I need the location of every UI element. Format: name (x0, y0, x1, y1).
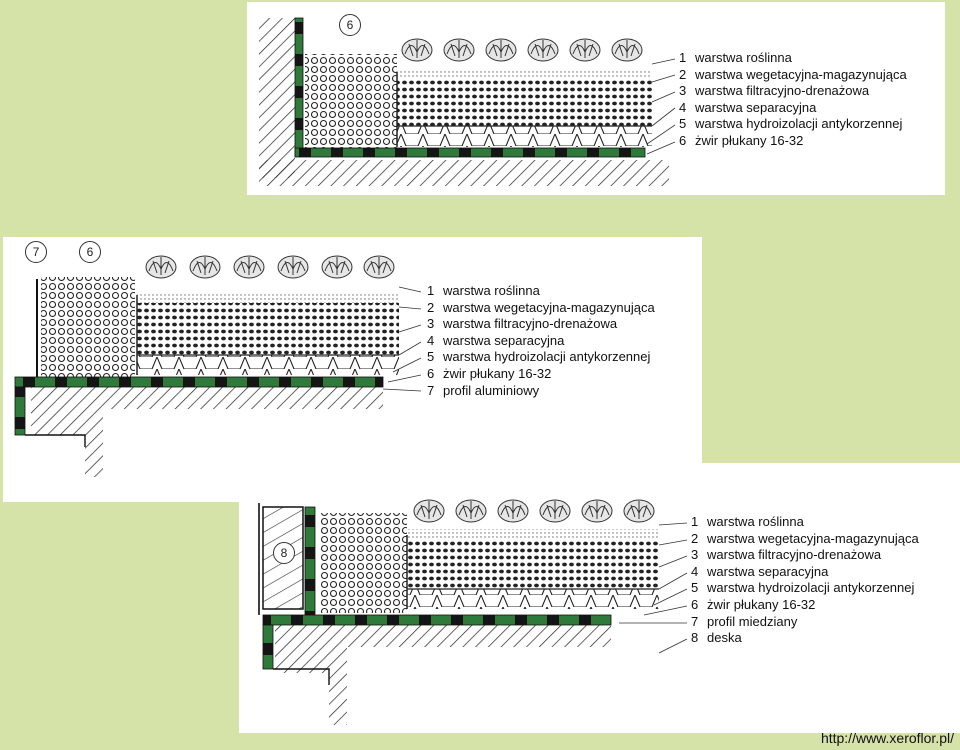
vegetation-base (407, 529, 659, 539)
callout-marker: 7 (25, 241, 47, 263)
roof-section-drawing-3 (258, 499, 688, 725)
waterproof-membrane (262, 614, 612, 626)
substrate-layer (397, 78, 652, 126)
substrate-layer (407, 539, 659, 589)
vertical-membrane (304, 506, 316, 616)
vertical-membrane (294, 17, 304, 157)
roof-section-drawing-1 (259, 17, 676, 186)
leader-lines (646, 58, 676, 155)
callout-marker: 8 (273, 542, 295, 564)
edge-membrane (14, 386, 26, 436)
callout-marker: 6 (339, 14, 361, 36)
gravel-strip (41, 277, 135, 377)
plant-icons (401, 38, 643, 62)
waterproof-membrane (14, 376, 384, 388)
waterproof-membrane (294, 147, 646, 158)
vegetation-base (397, 70, 652, 78)
slab-hatch (31, 387, 383, 477)
roof-section-drawing-2 (14, 255, 422, 477)
edge-membrane (262, 624, 274, 670)
substrate-layer (137, 303, 399, 355)
plant-icons (413, 499, 655, 523)
vegetation-base (137, 293, 399, 303)
drainage-layer (397, 126, 652, 147)
drainage-layer (137, 355, 399, 375)
gravel-strip (319, 513, 407, 613)
slab-hatch (275, 625, 611, 725)
leader-lines (619, 522, 688, 654)
gravel-strip (305, 54, 397, 148)
copper-profile (273, 668, 330, 685)
callout-marker: 6 (79, 241, 101, 263)
wall-hatch (259, 18, 295, 178)
leader-lines (382, 286, 422, 392)
plant-icons (145, 255, 395, 279)
drainage-layer (407, 589, 659, 609)
source-url: http://www.xeroflor.pl/ (820, 730, 954, 746)
slab-hatch (259, 160, 669, 186)
